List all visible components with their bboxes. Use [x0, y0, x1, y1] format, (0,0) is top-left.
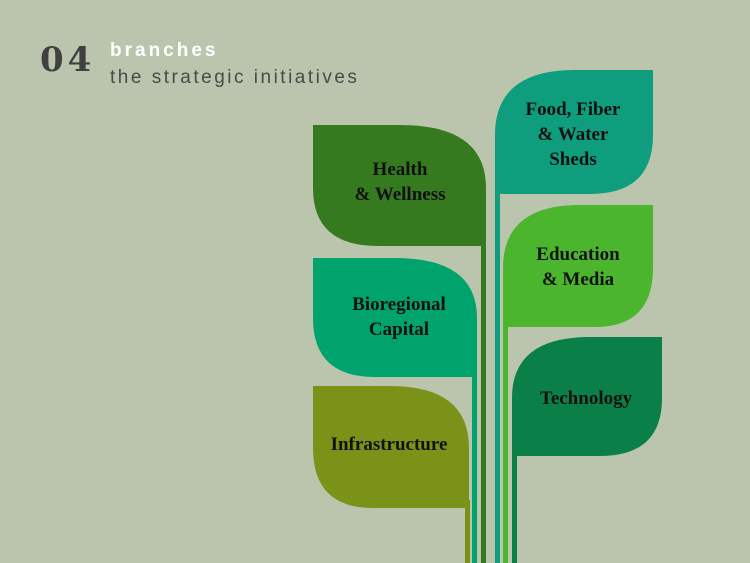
- stem-infrastructure: [465, 500, 470, 563]
- label-line: Health: [373, 159, 428, 180]
- leaf-health-wellness: [313, 125, 486, 246]
- label-line: Food, Fiber: [526, 99, 622, 120]
- label-line: Bioregional: [352, 294, 446, 315]
- leaf-bioregional-capital: [313, 258, 477, 377]
- label-infrastructure: Infrastructure: [331, 434, 448, 455]
- label-health-wellness: Health & Wellness: [355, 159, 446, 205]
- section-number: 04: [40, 40, 96, 80]
- label-line: Education: [536, 244, 620, 265]
- stem-health-wellness: [481, 240, 486, 563]
- label-line: Infrastructure: [331, 434, 448, 455]
- label-line: Sheds: [549, 149, 597, 170]
- tree-leaves: [313, 70, 662, 508]
- stem-education-media: [503, 322, 508, 563]
- leaf-technology: [512, 337, 662, 456]
- section-subtitle: the strategic initiatives: [110, 67, 360, 88]
- label-line: Capital: [369, 319, 429, 340]
- label-technology: Technology: [540, 388, 633, 409]
- label-line: & Water: [538, 124, 609, 145]
- leaf-infrastructure: [313, 386, 469, 508]
- tree-stems: [465, 190, 517, 563]
- leaf-food-fiber-water-sheds: [495, 70, 653, 194]
- label-line: Technology: [540, 388, 633, 409]
- section-title: branches: [110, 40, 219, 61]
- label-education-media: Education & Media: [536, 244, 620, 290]
- leaf-education-media: [503, 205, 653, 327]
- label-line: & Media: [542, 269, 615, 290]
- stem-food-fiber-water-sheds: [495, 190, 500, 563]
- stem-bioregional-capital: [472, 372, 477, 563]
- stem-technology: [512, 450, 517, 563]
- label-line: & Wellness: [355, 184, 446, 205]
